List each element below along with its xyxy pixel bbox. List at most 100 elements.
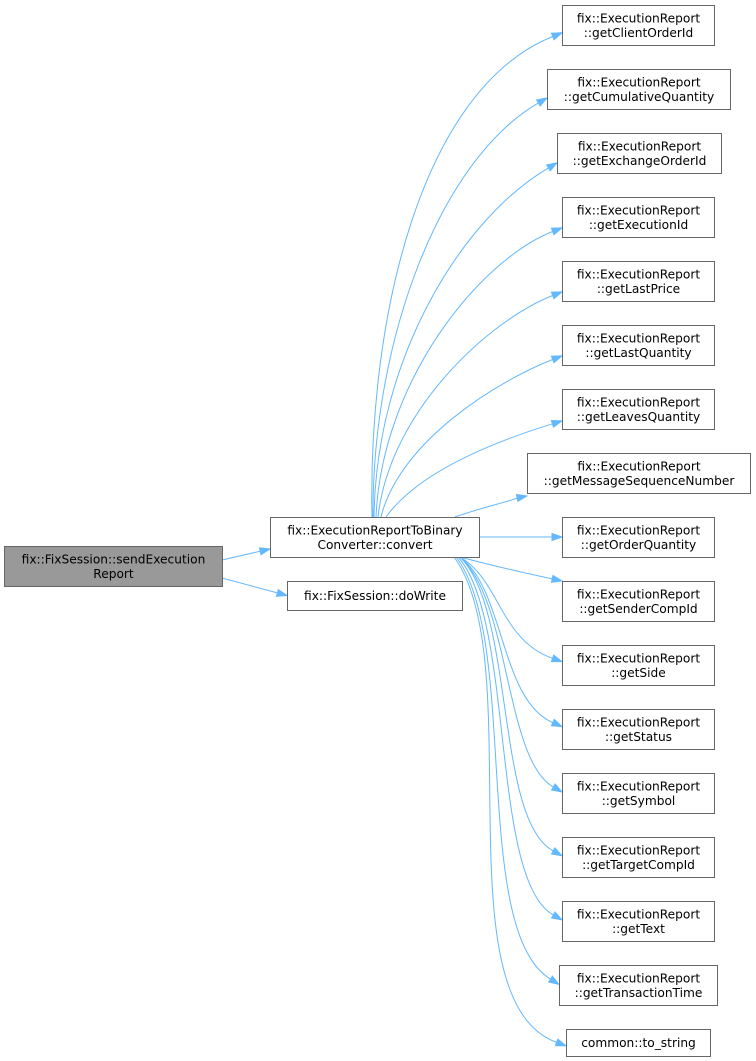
node-box[interactable]: [4, 546, 223, 587]
node-label: fix::ExecutionReport: [577, 971, 701, 985]
node-getLastQuantity[interactable]: fix::ExecutionReport::getLastQuantity: [562, 325, 715, 366]
edge-line: [380, 359, 553, 518]
node-getSenderCompId[interactable]: fix::ExecutionReport::getSenderCompId: [562, 581, 715, 622]
node-label: fix::ExecutionReport: [577, 331, 701, 345]
node-box[interactable]: [562, 773, 715, 814]
node-label: fix::ExecutionReport: [577, 267, 701, 281]
edge-convert-to-getClientOrderId: [371, 32, 564, 518]
node-getCumulativeQuantity[interactable]: fix::ExecutionReport::getCumulativeQuant…: [547, 69, 731, 110]
node-getMessageSequenceNumber[interactable]: fix::ExecutionReport::getMessageSequence…: [527, 453, 751, 494]
node-label: ::getMessageSequenceNumber: [544, 474, 736, 488]
edge-convert-to-getSenderCompId: [459, 556, 564, 583]
node-getExchangeOrderId[interactable]: fix::ExecutionReport::getExchangeOrderId: [557, 133, 722, 174]
node-label: fix::ExecutionReport: [577, 523, 701, 537]
node-getSymbol[interactable]: fix::ExecutionReport::getSymbol: [562, 773, 715, 814]
arrowhead-icon: [545, 161, 559, 172]
node-getText[interactable]: fix::ExecutionReport::getText: [562, 901, 715, 942]
edge-line: [459, 556, 553, 659]
node-getExecutionId[interactable]: fix::ExecutionReport::getExecutionId: [562, 197, 715, 238]
node-box[interactable]: [547, 69, 731, 110]
node-box[interactable]: [562, 261, 715, 302]
node-getTransactionTime[interactable]: fix::ExecutionReport::getTransactionTime: [559, 965, 718, 1006]
node-box[interactable]: [557, 133, 722, 174]
node-getSide[interactable]: fix::ExecutionReport::getSide: [562, 645, 715, 686]
node-convert[interactable]: fix::ExecutionReportToBinaryConverter::c…: [270, 517, 480, 558]
edge-line: [221, 577, 278, 594]
node-box[interactable]: [562, 389, 715, 430]
node-getStatus[interactable]: fix::ExecutionReport::getStatus: [562, 709, 715, 750]
edge-convert-to-getMessageSequenceNumber: [454, 493, 529, 518]
edge-line: [371, 36, 553, 518]
node-box[interactable]: [527, 453, 751, 494]
edge-convert-to-getCumulativeQuantity: [372, 97, 549, 518]
node-getClientOrderId[interactable]: fix::ExecutionReport::getClientOrderId: [562, 5, 715, 46]
node-doWrite[interactable]: fix::FixSession::doWrite: [287, 581, 463, 611]
edge-line: [459, 556, 554, 788]
node-box[interactable]: [562, 581, 715, 622]
node-to_string[interactable]: common::to_string: [566, 1029, 711, 1057]
node-getTargetCompId[interactable]: fix::ExecutionReport::getTargetCompId: [562, 837, 715, 878]
node-box[interactable]: [562, 325, 715, 366]
node-box[interactable]: [562, 5, 715, 46]
arrowhead-icon: [535, 97, 549, 107]
node-label: fix::ExecutionReport: [577, 651, 701, 665]
arrowhead-icon: [551, 532, 564, 542]
node-label: ::getSymbol: [602, 794, 676, 808]
node-getLeavesQuantity[interactable]: fix::ExecutionReport::getLeavesQuantity: [562, 389, 715, 430]
edges-layer: [221, 32, 568, 1047]
arrowhead-icon: [550, 32, 564, 41]
arrowhead-icon: [550, 783, 564, 793]
arrowhead-icon: [550, 911, 564, 921]
node-label: ::getSenderCompId: [579, 602, 697, 616]
edge-line: [377, 295, 553, 518]
node-box[interactable]: [562, 517, 715, 558]
edge-line: [459, 556, 554, 724]
node-box[interactable]: [562, 645, 715, 686]
arrowhead-icon: [554, 1038, 568, 1047]
node-getLastPrice[interactable]: fix::ExecutionReport::getLastPrice: [562, 261, 715, 302]
node-label: fix::ExecutionReport: [577, 11, 701, 25]
arrowhead-icon: [550, 419, 564, 428]
node-label: fix::ExecutionReport: [577, 203, 701, 217]
node-getOrderQuantity[interactable]: fix::ExecutionReport::getOrderQuantity: [562, 517, 715, 558]
arrowhead-icon: [515, 493, 529, 503]
node-label: fix::ExecutionReport: [577, 75, 701, 89]
node-box[interactable]: [566, 1029, 711, 1057]
edge-convert-to-getTransactionTime: [455, 556, 561, 986]
edge-convert-to-getLastPrice: [377, 291, 564, 518]
node-label: ::getExchangeOrderId: [573, 154, 707, 168]
node-label: fix::ExecutionReport: [577, 587, 701, 601]
node-label: fix::ExecutionReport: [577, 843, 701, 857]
node-box[interactable]: [562, 901, 715, 942]
node-label: Report: [93, 567, 134, 581]
node-label: fix::FixSession::doWrite: [304, 589, 446, 603]
edge-convert-to-to_string: [453, 556, 568, 1047]
node-box[interactable]: [562, 709, 715, 750]
arrowhead-icon: [550, 718, 564, 728]
node-box[interactable]: [562, 837, 715, 878]
node-label: fix::ExecutionReport: [577, 779, 701, 793]
edge-line: [459, 556, 553, 580]
edge-convert-to-getText: [457, 556, 564, 921]
edge-convert-to-getOrderQuantity: [479, 532, 564, 542]
arrowhead-icon: [550, 355, 564, 364]
edge-convert-to-getLastQuantity: [380, 355, 564, 518]
node-box[interactable]: [562, 197, 715, 238]
arrowhead-icon: [550, 227, 564, 236]
edge-convert-to-getStatus: [459, 556, 564, 728]
node-label: fix::FixSession::sendExecution: [22, 552, 206, 566]
node-label: ::getStatus: [605, 730, 672, 744]
node-label: fix::ExecutionReport: [578, 139, 702, 153]
arrowhead-icon: [550, 654, 564, 663]
node-box[interactable]: [270, 517, 480, 558]
node-label: common::to_string: [581, 1036, 696, 1050]
node-box[interactable]: [559, 965, 718, 1006]
edge-line: [457, 556, 554, 916]
node-box[interactable]: [287, 581, 463, 611]
node-label: ::getText: [612, 922, 665, 936]
edge-line: [372, 102, 539, 518]
edge-convert-to-getSymbol: [459, 556, 564, 793]
node-label: ::getClientOrderId: [584, 26, 693, 40]
node-label: ::getLeavesQuantity: [577, 410, 701, 424]
